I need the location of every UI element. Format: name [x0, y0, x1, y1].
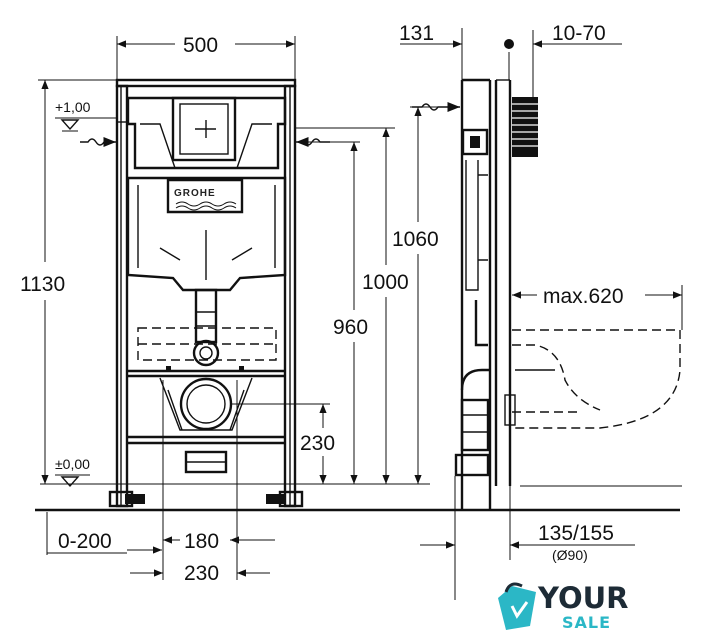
dim-230-width-label: 230 — [184, 562, 219, 585]
dim-max-620: max.620 — [512, 285, 683, 330]
brand-label: GROHE — [174, 188, 216, 199]
yoursale-logo: YOUR SALE — [498, 581, 629, 632]
dim-960-label: 960 — [333, 316, 368, 339]
dim-0-200-label: 0-200 — [58, 530, 112, 553]
dim-1060-label: 1060 — [392, 228, 439, 251]
side-inlet-arrow — [412, 101, 460, 113]
frame-outline: GROHE — [108, 78, 304, 508]
dim-1060: 1060 — [392, 106, 460, 484]
dim-500: 500 — [116, 34, 296, 80]
level-top-marker: +1,00 — [55, 99, 118, 148]
dim-180: 180 — [162, 380, 275, 580]
side-view: 131 10-70 max.620 135/155 (Ø90) — [399, 22, 683, 600]
dim-10-70-label: 10-70 — [552, 22, 606, 45]
logo-word-sale: SALE — [562, 613, 611, 632]
dim-230-height-label: 230 — [300, 432, 335, 455]
dim-diameter-label: (Ø90) — [552, 547, 588, 563]
dim-1000: 1000 — [362, 128, 409, 484]
dim-131-label: 131 — [399, 22, 434, 45]
dim-1130-label: 1130 — [20, 273, 65, 296]
bowl-contour — [512, 329, 681, 429]
logo-word-your: YOUR — [537, 581, 629, 615]
shopping-bag-icon — [498, 582, 536, 630]
dim-500-label: 500 — [183, 34, 218, 57]
dim-10-70: 10-70 — [504, 22, 622, 97]
dim-960: 960 — [296, 141, 368, 484]
dim-230-width: 230 — [130, 562, 270, 585]
dim-1130: 1130 — [20, 79, 117, 484]
dim-0-200: 0-200 — [46, 512, 162, 555]
dim-135-155-label: 135/155 — [538, 522, 614, 545]
level-floor-label: ±0,00 — [55, 456, 90, 472]
dim-131: 131 — [399, 22, 463, 80]
level-floor-marker: ±0,00 — [55, 456, 90, 488]
level-top-label: +1,00 — [55, 99, 91, 115]
dim-1000-label: 1000 — [362, 271, 409, 294]
front-view: GROHE — [20, 34, 680, 585]
dim-180-label: 180 — [184, 530, 219, 553]
dim-135-155: 135/155 (Ø90) — [420, 476, 635, 600]
dim-max-620-label: max.620 — [543, 285, 624, 308]
dim-outlet-height: 230 — [232, 403, 335, 484]
